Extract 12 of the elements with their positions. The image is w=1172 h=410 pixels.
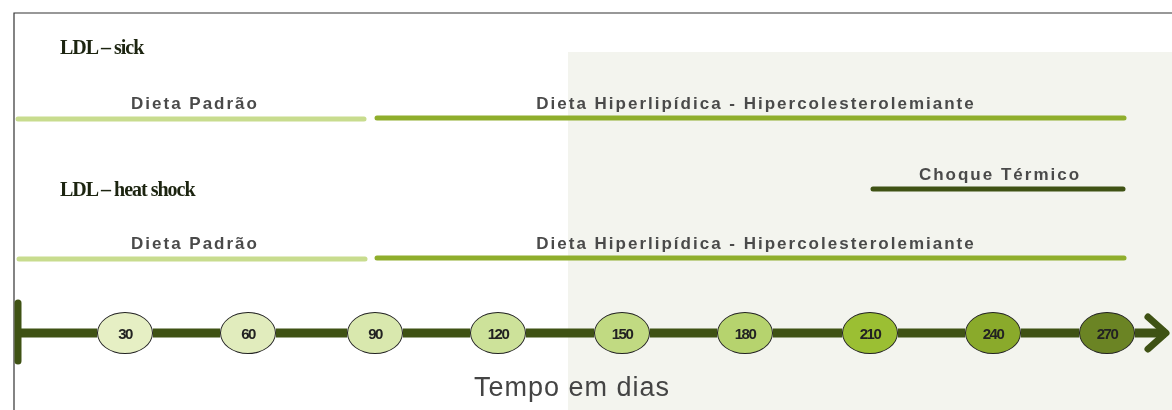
day-ellipse: 90 bbox=[347, 312, 403, 354]
day-ellipse: 120 bbox=[470, 312, 526, 354]
phase-label: Dieta Hiperlipídica - Hipercolesterolemiante bbox=[536, 94, 976, 114]
axis-title: Tempo em dias bbox=[473, 372, 671, 403]
group-heading: LDL – sick bbox=[60, 36, 144, 59]
day-ellipse: 30 bbox=[97, 312, 153, 354]
phase-label: Dieta Hiperlipídica - Hipercolesterolemiante bbox=[536, 234, 976, 254]
phase-label: Dieta Padrão bbox=[131, 94, 259, 114]
phase-label: Choque Térmico bbox=[918, 165, 1082, 185]
group-heading: LDL – heat shock bbox=[60, 178, 195, 201]
phase-label: Dieta Padrão bbox=[131, 234, 259, 254]
day-ellipse: 60 bbox=[220, 312, 276, 354]
